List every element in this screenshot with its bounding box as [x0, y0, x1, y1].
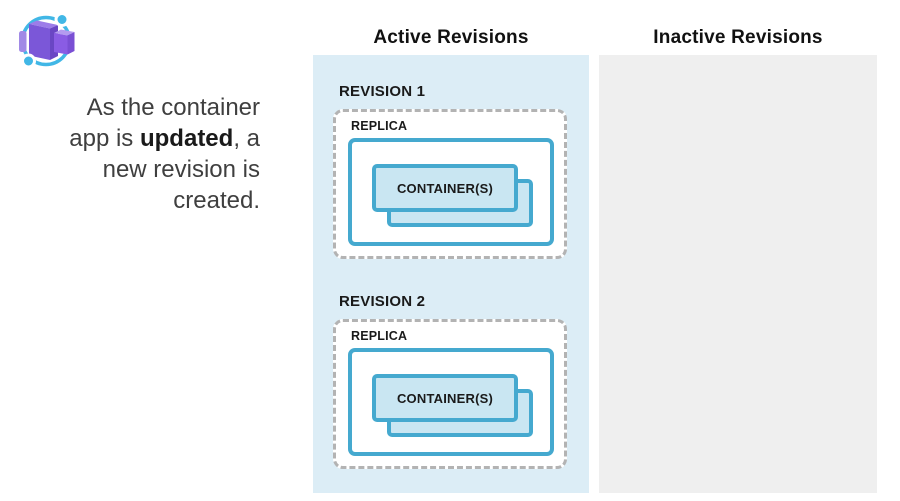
caption-line-4: created. — [173, 187, 260, 214]
revision-1-container-card-front: CONTAINER(S) — [372, 164, 518, 212]
caption-line-1: As the container — [86, 94, 260, 121]
revision-1-replica-box: REPLICA CONTAINER(S) — [333, 109, 567, 259]
active-revisions-header: Active Revisions — [373, 27, 529, 48]
revision-1-label: REVISION 1 — [339, 83, 426, 100]
caption-bold-word: updated — [139, 125, 234, 152]
azure-container-apps-icon — [16, 12, 78, 72]
revision-1-replica-label: REPLICA — [351, 119, 408, 133]
revision-1-pod-box: CONTAINER(S) — [348, 138, 554, 246]
revision-2-pod-box: CONTAINER(S) — [348, 348, 554, 456]
revision-2-container-card-front: CONTAINER(S) — [372, 374, 518, 422]
caption-line-2: app is updated, a — [69, 125, 260, 152]
caption-text: As the container app is updated, a new r… — [28, 92, 260, 216]
revision-2-replica-label: REPLICA — [351, 329, 408, 343]
inactive-revisions-panel — [599, 55, 877, 493]
revision-2-replica-box: REPLICA CONTAINER(S) — [333, 319, 567, 469]
inactive-revisions-header: Inactive Revisions — [653, 27, 823, 48]
active-revisions-panel: REVISION 1 REPLICA CONTAINER(S) REVISION… — [313, 55, 589, 493]
revision-2-label: REVISION 2 — [339, 293, 426, 310]
caption-line-3: new revision is — [102, 156, 260, 183]
